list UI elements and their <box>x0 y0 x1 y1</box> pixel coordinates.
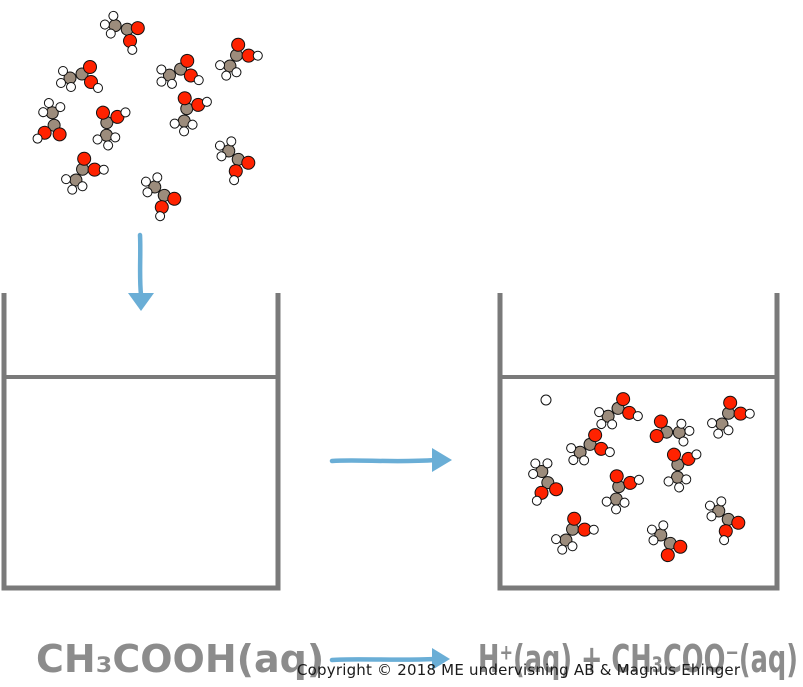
acetate-ion <box>646 409 698 455</box>
acetic-acid-molecule <box>593 461 646 519</box>
acetic-acid-molecule <box>698 489 751 547</box>
acetic-acid-molecule <box>207 31 265 87</box>
copyright-notice: Copyright © 2018 ME undervisning AB & Ma… <box>297 661 741 679</box>
acetic-acid-molecule <box>134 165 187 223</box>
hydrogen-ion <box>540 394 552 406</box>
acetic-acid-molecule <box>152 51 205 93</box>
beaker-right <box>497 293 780 591</box>
dissolved-particles <box>524 388 757 567</box>
acetic-acid-molecule <box>524 454 566 507</box>
acetic-acid-molecule <box>699 389 757 445</box>
acetic-acid-molecule <box>53 145 111 201</box>
acetic-acid-molecule <box>56 60 103 93</box>
beaker-left <box>1 293 281 591</box>
acetic-acid-molecule <box>560 424 617 472</box>
acetic-acid-molecule <box>543 505 601 561</box>
acetic-acid-molecules-cluster <box>31 3 265 223</box>
acetate-ion <box>641 513 691 567</box>
acetic-acid-molecule <box>95 3 153 57</box>
reaction-arrow-equation <box>329 648 450 670</box>
acetic-acid-molecule <box>588 388 645 436</box>
acetic-acid-molecule <box>655 440 703 496</box>
acetic-acid-molecule <box>161 83 214 141</box>
acetic-acid-molecule <box>31 96 73 149</box>
acetic-acid-molecule <box>84 98 132 154</box>
acetic-acid-molecule <box>208 129 261 187</box>
reaction-arrow-beakers <box>329 448 452 472</box>
pour-down-arrow <box>128 232 154 311</box>
reactant-formula: CH₃COOH(aq) <box>36 637 324 681</box>
products-formula: H⁺(aq) + CH₃COO⁻(aq) <box>478 637 798 681</box>
